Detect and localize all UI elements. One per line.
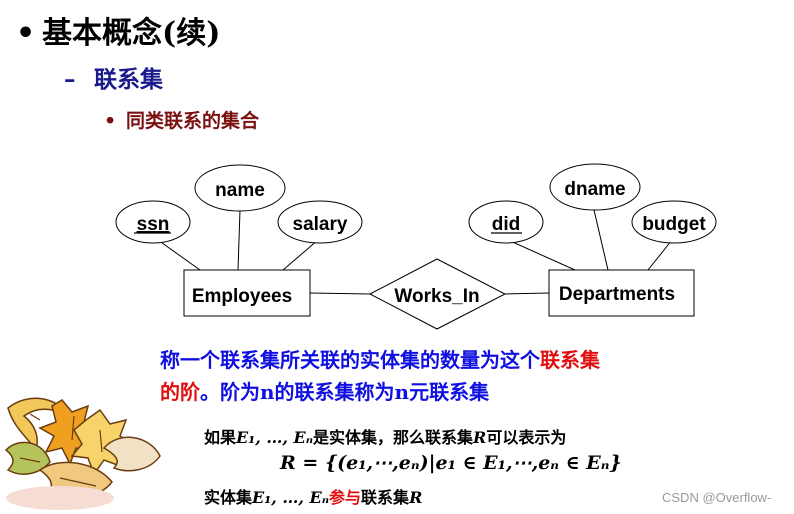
attr-ssn-label: ssn: [137, 214, 170, 235]
attr-name-label: name: [215, 180, 265, 201]
attr-salary-label: salary: [293, 214, 348, 235]
line-name: [238, 210, 240, 270]
formula-line1-mid: 是实体集，那么联系集: [313, 428, 473, 447]
watermark: CSDN @Overflow-: [662, 490, 771, 505]
entity-employees-label: Employees: [192, 286, 292, 307]
line-salary: [283, 240, 318, 270]
formula-line3: 实体集E₁, …, Eₙ参与联系集R: [204, 484, 422, 508]
description-line2: 的阶。阶为n的联系集称为n元联系集: [160, 376, 489, 405]
line-ssn: [158, 240, 200, 270]
formula-line3-red: 参与: [329, 488, 361, 507]
formula-line2: R = {(e₁,⋯,eₙ)|e₁ ∈ E₁,⋯,eₙ ∈ Eₙ}: [280, 452, 622, 474]
description-line1: 称一个联系集所关联的实体集的数量为这个联系集: [160, 344, 600, 373]
attr-did-label: did: [492, 214, 521, 235]
formula-line1-post: 可以表示为: [486, 428, 566, 447]
attr-budget-label: budget: [642, 214, 706, 235]
relationship-works-in-label: Works_In: [394, 286, 479, 307]
description-line1-red: 联系集: [540, 348, 600, 372]
formula-line3-pre: 实体集: [204, 488, 252, 507]
formula-line3-R: R: [409, 488, 422, 507]
formula-line3-math: E₁, …, Eₙ: [252, 488, 329, 507]
description-line2-red: 的阶: [160, 380, 200, 404]
formula-line2-math: R = {(e₁,⋯,eₙ)|e₁ ∈ E₁,⋯,eₙ ∈ Eₙ}: [280, 452, 622, 474]
description-line2-blue: 。阶为n的联系集称为n元联系集: [200, 380, 489, 404]
entity-departments-label: Departments: [559, 284, 675, 305]
formula-line1: 如果E₁, …, Eₙ是实体集，那么联系集R可以表示为: [204, 424, 566, 448]
autumn-leaves-clipart-icon: [6, 398, 160, 510]
line-emp-rel: [310, 293, 370, 294]
formula-line3-mid: 联系集: [361, 488, 409, 507]
description-line1-blue: 称一个联系集所关联的实体集的数量为这个: [160, 348, 540, 372]
line-did: [508, 240, 575, 270]
formula-line1-math: E₁, …, Eₙ: [236, 428, 313, 447]
formula-line1-pre: 如果: [204, 428, 236, 447]
formula-line1-R: R: [473, 428, 486, 447]
line-rel-dept: [505, 293, 549, 294]
attr-dname-label: dname: [564, 179, 625, 200]
line-budget: [648, 240, 672, 270]
line-dname: [594, 210, 608, 270]
